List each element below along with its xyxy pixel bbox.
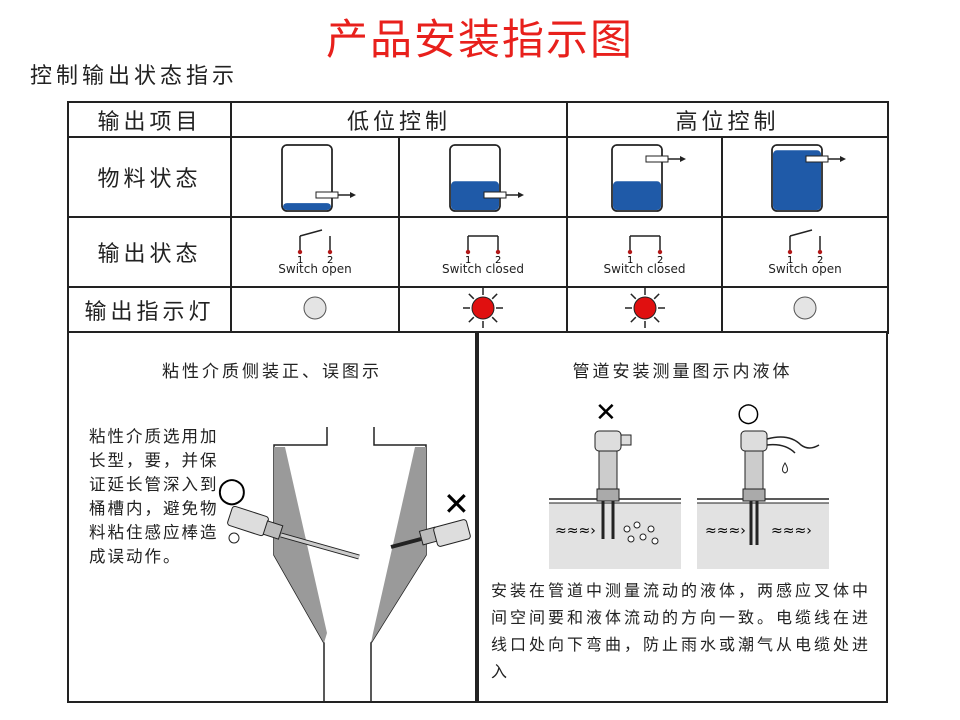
switch-cell: 1 2 Switch open (230, 216, 400, 288)
tank-icon (281, 144, 356, 212)
indicator-light-icon (793, 296, 817, 320)
terminal-2-label: 2 (817, 255, 823, 264)
short-probe-sensor-icon (390, 519, 471, 549)
section-subtitle: 控制输出状态指示 (30, 64, 239, 89)
tank-liquid (283, 203, 331, 210)
tank-liquid (612, 181, 661, 210)
pipe-install-panel: 管道安装测量图示内液体 ≈≈≈› ✕ (477, 331, 888, 703)
pipe-sensor-correct-icon: ≈≈≈› ≈≈≈› (705, 430, 820, 545)
correct-mark: ○ (217, 470, 247, 510)
switch-label: Switch closed (442, 262, 525, 276)
switch-open-icon: 1 2 (297, 229, 333, 264)
viscous-panel-title: 粘性介质侧装正、误图示 (162, 362, 382, 382)
terminal-2-label: 2 (327, 255, 333, 264)
header-low-control: 低位控制 (229, 101, 569, 138)
row-material-state: 物料状态 (67, 136, 232, 218)
tank-cell (230, 136, 400, 218)
switch-closed-icon: 1 2 (465, 235, 501, 264)
row-output-state: 输出状态 (67, 216, 232, 288)
indicator-on (633, 296, 657, 320)
header-high-control: 高位控制 (566, 101, 890, 138)
tank-icon (771, 144, 847, 212)
svg-text:≈≈≈›: ≈≈≈› (771, 523, 812, 539)
pipe-panel-note: 安装在管道中测量流动的液体，两感应叉体中间空间要和液体流动的方向一致。电缆线在进… (491, 581, 872, 681)
tank-cell (397, 136, 569, 218)
indicator-on (471, 296, 495, 320)
indicator-cell (721, 286, 890, 334)
terminal-1-label: 1 (297, 255, 303, 264)
indicator-light-icon (624, 288, 665, 328)
indicator-cell (230, 286, 400, 334)
long-probe-sensor-icon (227, 505, 360, 560)
probe (645, 155, 669, 163)
switch-cell: 1 2 Switch closed (397, 216, 569, 288)
tank-cell (721, 136, 890, 218)
pipe-panel-title: 管道安装测量图示内液体 (572, 362, 793, 382)
terminal-1-label: 1 (787, 255, 793, 264)
tank-icon (610, 144, 686, 212)
terminal-2-label: 2 (495, 255, 501, 264)
svg-text:≈≈≈›: ≈≈≈› (555, 523, 596, 539)
indicator-off (793, 296, 817, 320)
switch-closed-icon: 1 2 (627, 235, 663, 264)
switch-label: Switch closed (603, 262, 686, 276)
tank-cell (566, 136, 724, 218)
tank-body (281, 144, 333, 212)
tank-liquid (773, 150, 822, 210)
header-output-item: 输出项目 (67, 101, 232, 138)
switch-label: Switch open (768, 262, 842, 276)
pipe-correct-mark: ○ (737, 398, 760, 428)
switch-cell: 1 2 Switch closed (566, 216, 724, 288)
indicator-cell (397, 286, 569, 334)
svg-text:≈≈≈›: ≈≈≈› (705, 523, 746, 539)
probe (315, 191, 339, 199)
viscous-medium-panel: 粘性介质侧装正、误图示 粘性介质选用加长型，要，并保证延长管深入到桶槽内，避免物… (67, 331, 477, 703)
viscous-panel-note: 粘性介质选用加长型，要，并保证延长管深入到桶槽内，避免物料粘住感应棒造成误动作。 (89, 427, 219, 566)
indicator-cell (566, 286, 724, 334)
terminal-1-label: 1 (465, 255, 471, 264)
probe (805, 155, 829, 163)
indicator-off (303, 296, 327, 320)
row-indicator-light: 输出指示灯 (67, 286, 232, 334)
indicator-light-icon (463, 288, 503, 328)
switch-label: Switch open (278, 262, 352, 276)
wrong-mark: ✕ (443, 485, 470, 523)
switch-cell: 1 2 Switch open (721, 216, 890, 288)
indicator-light-icon (303, 296, 327, 320)
side-mount-diagram: ○ ✕ (217, 427, 471, 701)
pipe-sensor-wrong-icon: ≈≈≈› (555, 430, 659, 545)
terminal-2-label: 2 (657, 255, 663, 264)
pipe-wrong-mark: ✕ (595, 398, 617, 428)
output-state-table: 输出项目 低位控制 高位控制 物料状态 输出状态 1 2 Switch open… (67, 101, 890, 334)
terminal-1-label: 1 (627, 255, 633, 264)
probe (483, 191, 507, 199)
page-title: 产品安装指示图 (325, 15, 634, 64)
pipe-mount-diagram: ≈≈≈› ✕ ≈≈≈› ≈≈≈› ○ (549, 398, 829, 569)
tank-icon (449, 144, 524, 212)
switch-open-icon: 1 2 (787, 229, 823, 264)
tank-liquid (451, 181, 499, 210)
